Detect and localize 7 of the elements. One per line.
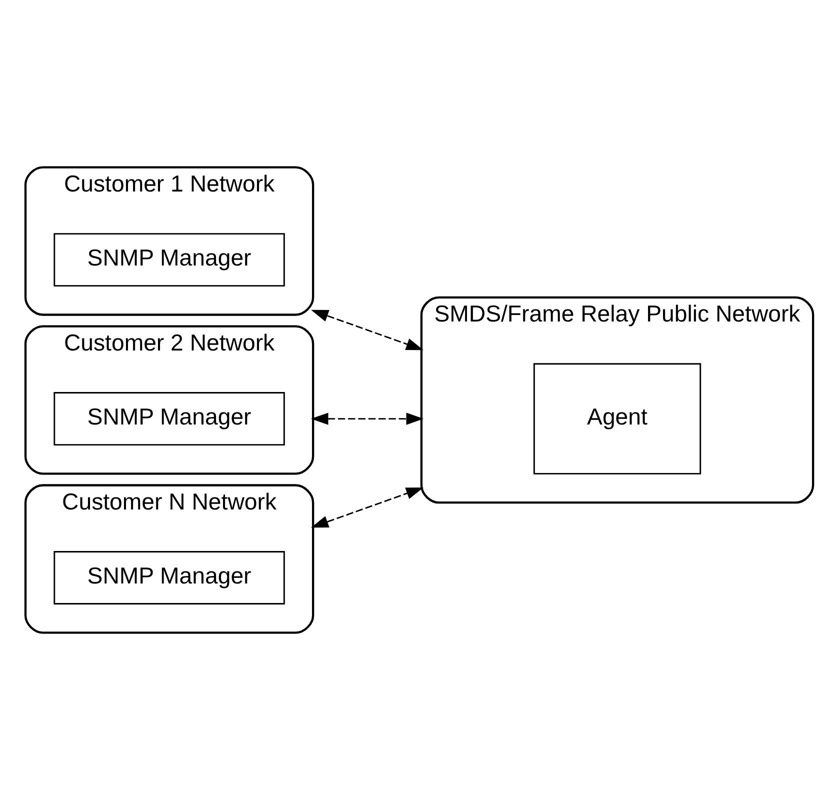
node-box: SNMP Manager <box>54 551 285 604</box>
node-box: SNMP Manager <box>54 233 285 287</box>
node-box: SNMP Manager <box>54 392 285 446</box>
arrow <box>311 487 424 528</box>
arrow <box>311 310 424 350</box>
arrow <box>310 412 424 425</box>
node-box: Agent <box>533 363 702 474</box>
